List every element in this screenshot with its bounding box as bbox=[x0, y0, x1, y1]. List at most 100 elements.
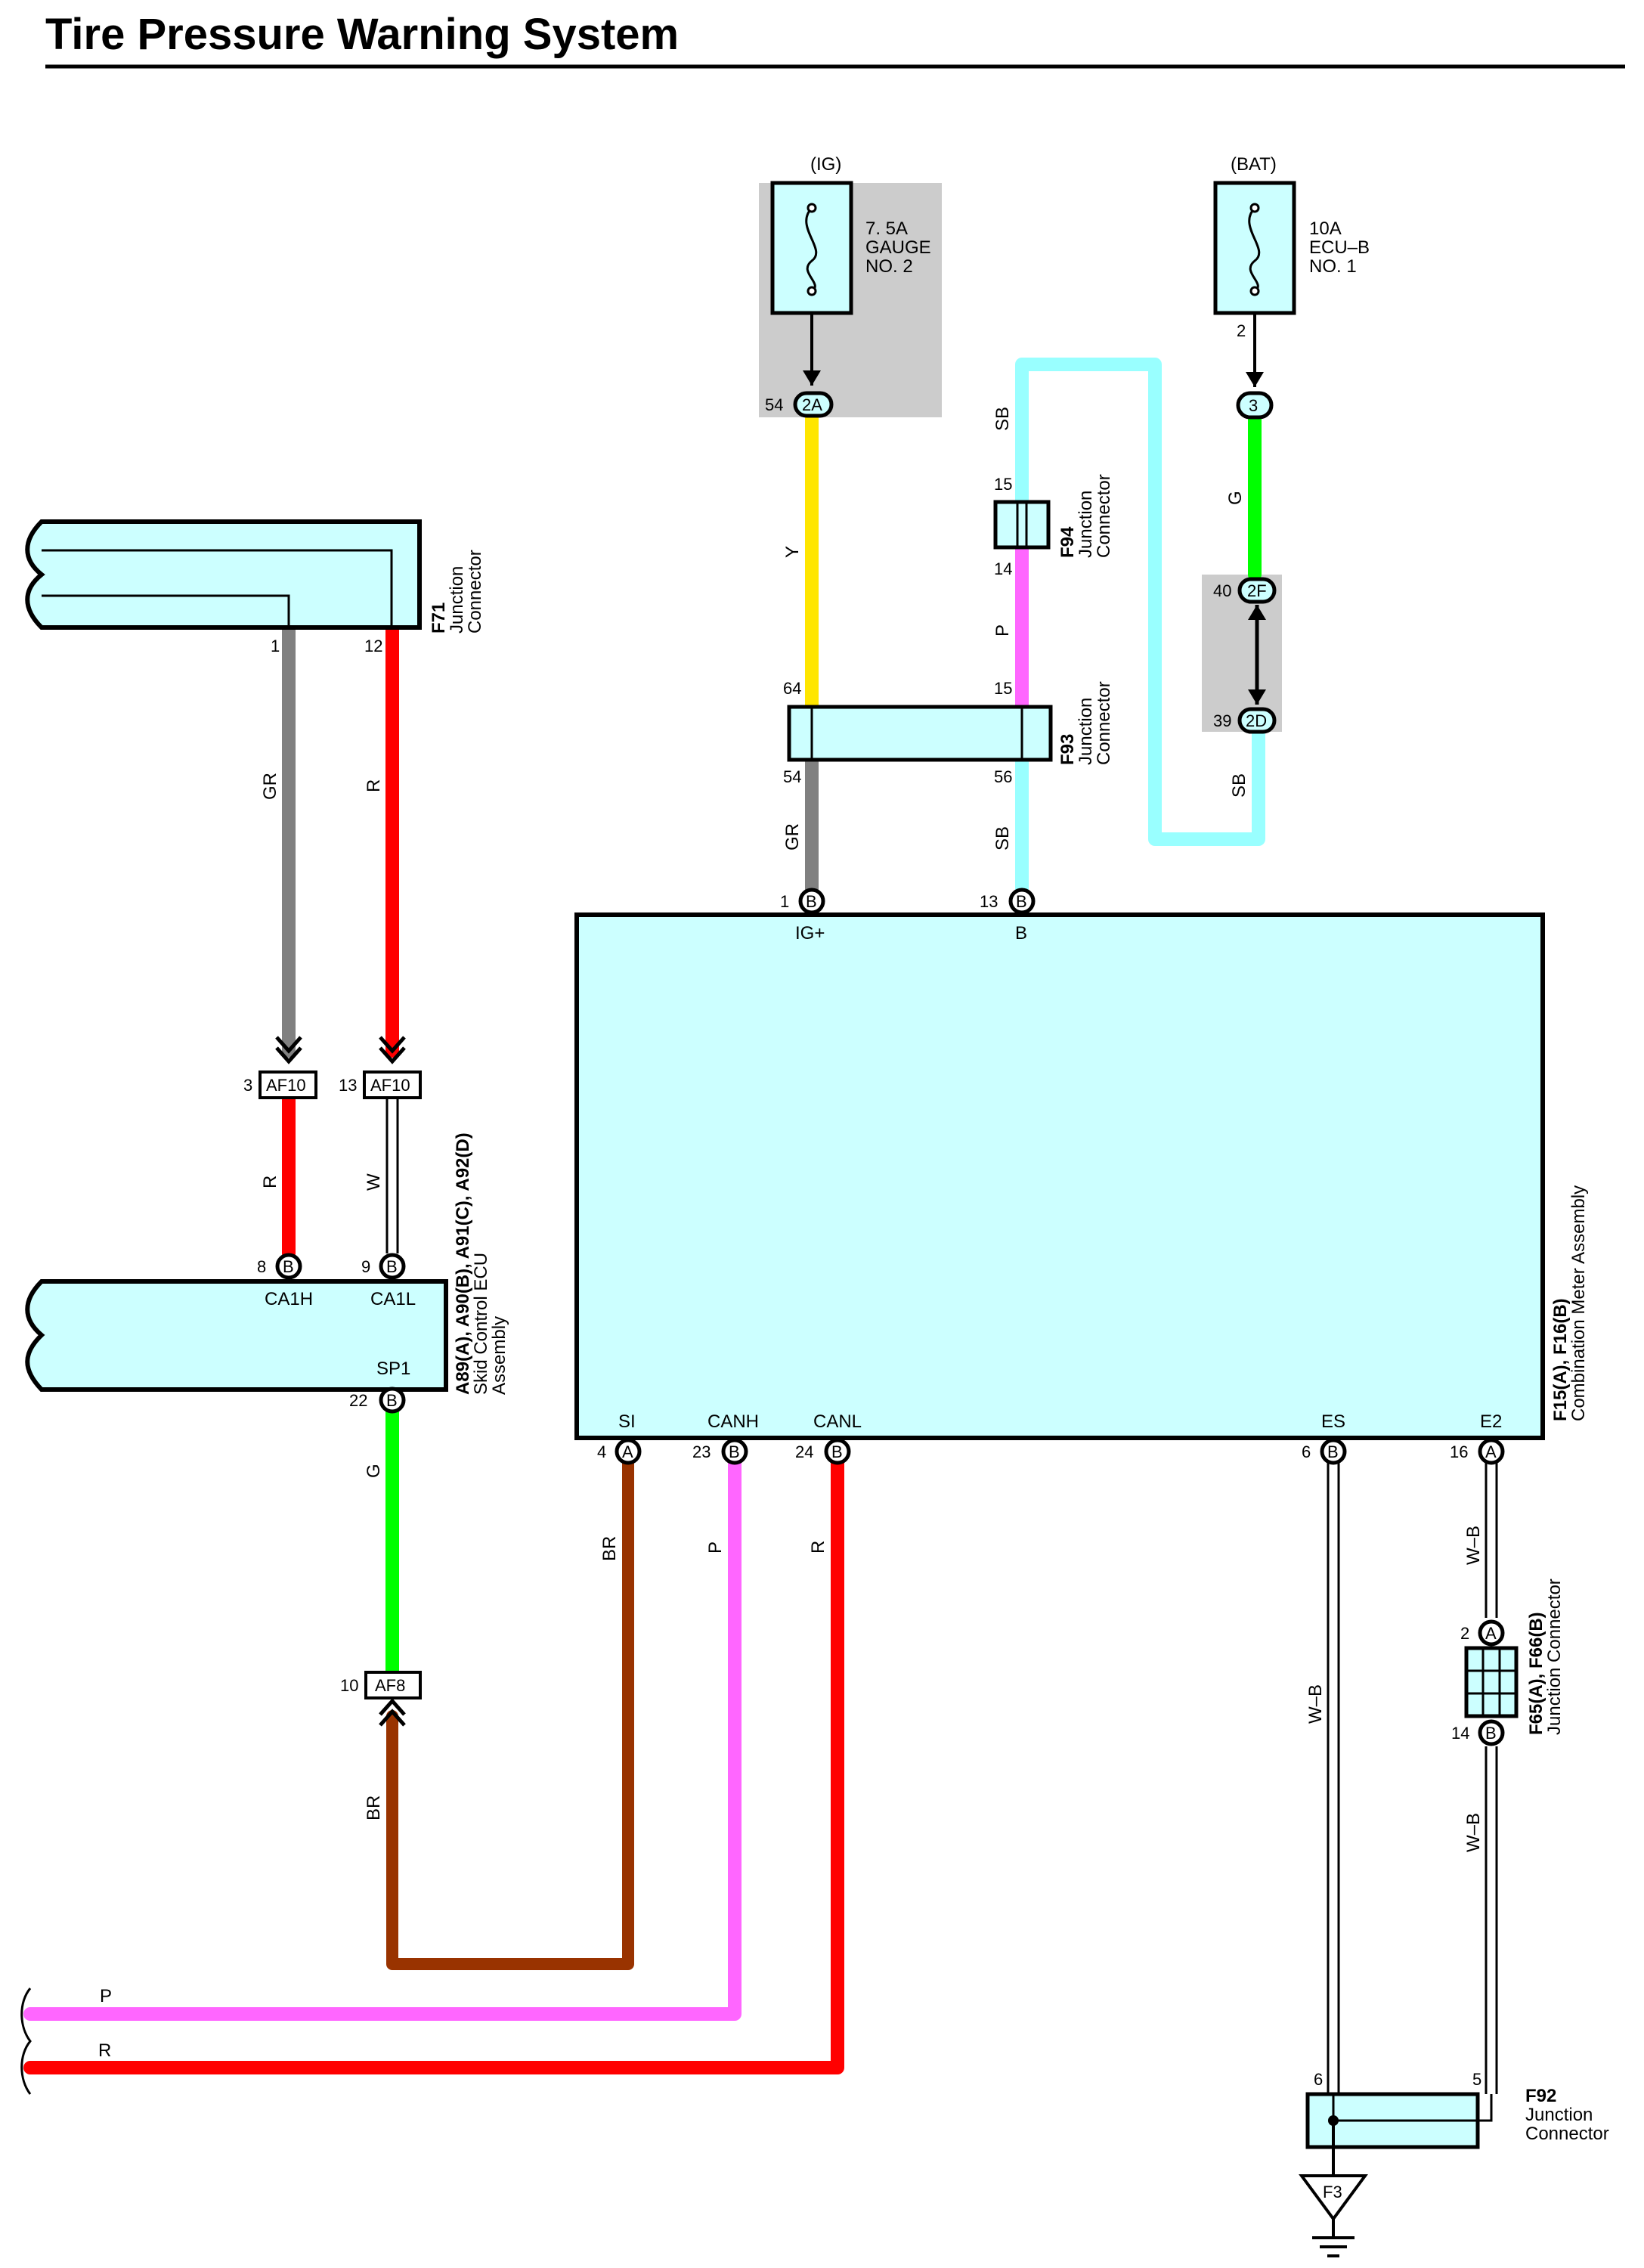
fuse-bat-number: NO. 1 bbox=[1309, 256, 1357, 277]
fuse-node bbox=[807, 203, 817, 213]
pin-circle bbox=[1320, 1438, 1347, 1465]
skid-con-ca1h: B bbox=[283, 1257, 294, 1276]
meter-term-b: B bbox=[1015, 923, 1027, 943]
arrow-down-icon bbox=[1248, 689, 1266, 705]
fuse-node bbox=[1249, 203, 1260, 213]
wire-label-gr-mid: GR bbox=[782, 823, 803, 850]
pin-circle bbox=[379, 1253, 406, 1280]
chevron-down-icon bbox=[275, 1036, 302, 1064]
connector-body bbox=[1237, 707, 1277, 734]
wire-label-w: W bbox=[364, 1173, 384, 1191]
connector-body bbox=[259, 1070, 317, 1099]
wire-label-p-canh: P bbox=[705, 1541, 726, 1554]
pin-circle bbox=[615, 1438, 642, 1465]
meter-desc: Combination Meter Assembly bbox=[1568, 1185, 1589, 1421]
f71-pin12: 12 bbox=[364, 637, 382, 655]
connector-body bbox=[1236, 391, 1274, 420]
wire-r-canl bbox=[23, 1448, 844, 2074]
wire-label-r-exit: R bbox=[98, 2040, 111, 2061]
meter-bot-con-si: A bbox=[622, 1442, 633, 1461]
pin-circle bbox=[824, 1438, 851, 1465]
combination-meter-assembly: B 1 IG+ B 13 B A 4 SI B 23 CANH B 24 CAN… bbox=[574, 888, 1589, 1465]
f94-code: F94 bbox=[1057, 526, 1078, 558]
af8-label: AF8 bbox=[375, 1676, 405, 1695]
f65-code: F65(A), F66(B) bbox=[1526, 1612, 1546, 1735]
wire-p-canh bbox=[23, 1448, 742, 2021]
f94-body bbox=[993, 500, 1051, 550]
f93-desc2: Connector bbox=[1094, 681, 1114, 765]
meter-term-canh: CANH bbox=[707, 1411, 759, 1432]
f93-code: F93 bbox=[1057, 734, 1078, 765]
skid-pin-sp1: 22 bbox=[349, 1391, 367, 1410]
wire-label-r-canl: R bbox=[808, 1541, 828, 1554]
f94-desc2: Connector bbox=[1094, 474, 1114, 558]
f93-pin-15: 15 bbox=[994, 679, 1012, 698]
af10-a-label: AF10 bbox=[266, 1076, 306, 1095]
f92-desc2: Connector bbox=[1525, 2124, 1609, 2144]
wire-label-wb-es: W–B bbox=[1305, 1684, 1326, 1724]
meter-term-e2: E2 bbox=[1480, 1411, 1502, 1432]
fuse-ig-number: NO. 2 bbox=[865, 256, 913, 277]
meter-code: F15(A), F16(B) bbox=[1550, 1298, 1571, 1421]
connector-body bbox=[1237, 577, 1277, 604]
f65-f66-junction-connector: A 2 B 14 F65(A), F66(B) Junction Connect… bbox=[1451, 1579, 1565, 1746]
pin-circle bbox=[1478, 1438, 1505, 1465]
wire-label-g-bat: G bbox=[1225, 491, 1246, 505]
meter-bot-con-canl: B bbox=[831, 1442, 843, 1461]
fuse-gauge-no2: (IG) 7. 5A GAUGE NO. 2 bbox=[759, 154, 942, 417]
pin-circle bbox=[275, 1253, 302, 1280]
arrow-up-icon bbox=[1248, 605, 1266, 620]
wire-label-p-exit: P bbox=[100, 1986, 112, 2006]
pin-circle bbox=[379, 1387, 406, 1414]
pin-circle bbox=[1478, 1619, 1505, 1647]
wire-label-y: Y bbox=[782, 546, 803, 558]
f94-pin-top: 15 bbox=[994, 475, 1012, 494]
f92-pin-6: 6 bbox=[1314, 2070, 1323, 2089]
pin-circle bbox=[721, 1438, 748, 1465]
chevron-down-icon bbox=[379, 1036, 406, 1064]
meter-term-canl: CANL bbox=[813, 1411, 862, 1432]
f71-code: F71 bbox=[429, 603, 449, 634]
f94-pin-bottom: 14 bbox=[994, 559, 1012, 578]
f65-con-top: A bbox=[1485, 1624, 1497, 1643]
af10-b-label: AF10 bbox=[370, 1076, 410, 1095]
f71-pin1: 1 bbox=[271, 637, 280, 655]
connector-2d-label: 2D bbox=[1246, 711, 1267, 730]
wire-label-sb-mid: SB bbox=[992, 826, 1013, 850]
f71-inner bbox=[42, 594, 290, 627]
meter-term-es: ES bbox=[1321, 1411, 1345, 1432]
wire-label-br-left: BR bbox=[364, 1796, 384, 1820]
wire-label-wb-e2-bottom: W–B bbox=[1463, 1813, 1484, 1852]
fuse-node bbox=[1249, 286, 1260, 296]
connector-2d-pin: 39 bbox=[1213, 711, 1231, 730]
meter-top-pin-13: 13 bbox=[980, 892, 998, 911]
wire-label-br-si: BR bbox=[599, 1536, 620, 1561]
af8-connector: AF8 10 bbox=[340, 1671, 422, 1727]
skid-code: A89(A), A90(B), A91(C), A92(D) bbox=[453, 1132, 473, 1395]
meter-term-ig: IG+ bbox=[795, 923, 825, 943]
meter-bot-pin-si: 4 bbox=[597, 1442, 606, 1461]
f93-desc1: Junction bbox=[1076, 698, 1096, 765]
af10-b-pin: 13 bbox=[339, 1076, 357, 1095]
skid-pin-ca1l: 9 bbox=[361, 1257, 370, 1276]
f65-pin-top: 2 bbox=[1460, 1624, 1469, 1643]
connector-2a-label: 2A bbox=[802, 395, 822, 414]
f93-pin-56: 56 bbox=[994, 767, 1012, 786]
meter-top-pin-1: 1 bbox=[780, 892, 789, 911]
f92-code: F92 bbox=[1525, 2086, 1556, 2106]
connector-3: 3 bbox=[1236, 391, 1274, 420]
skid-term-ca1h: CA1H bbox=[265, 1289, 313, 1309]
meter-bot-pin-canh: 23 bbox=[692, 1442, 711, 1461]
fuse-bat-pin: 2 bbox=[1237, 321, 1246, 340]
f71-body bbox=[25, 519, 422, 630]
connector-2f-2d: 2F 40 2D 39 bbox=[1213, 577, 1277, 734]
arrow-icon bbox=[1246, 372, 1264, 387]
f93-pin-64: 64 bbox=[783, 679, 801, 698]
connector-body bbox=[364, 1671, 422, 1699]
fuse-ig-name: GAUGE bbox=[865, 237, 931, 258]
meter-bot-con-e2: A bbox=[1485, 1442, 1497, 1461]
f93-pin-54: 54 bbox=[783, 767, 801, 786]
pin-circle bbox=[798, 888, 825, 915]
ground-label: F3 bbox=[1323, 2183, 1342, 2201]
skid-con-ca1l: B bbox=[386, 1257, 398, 1276]
